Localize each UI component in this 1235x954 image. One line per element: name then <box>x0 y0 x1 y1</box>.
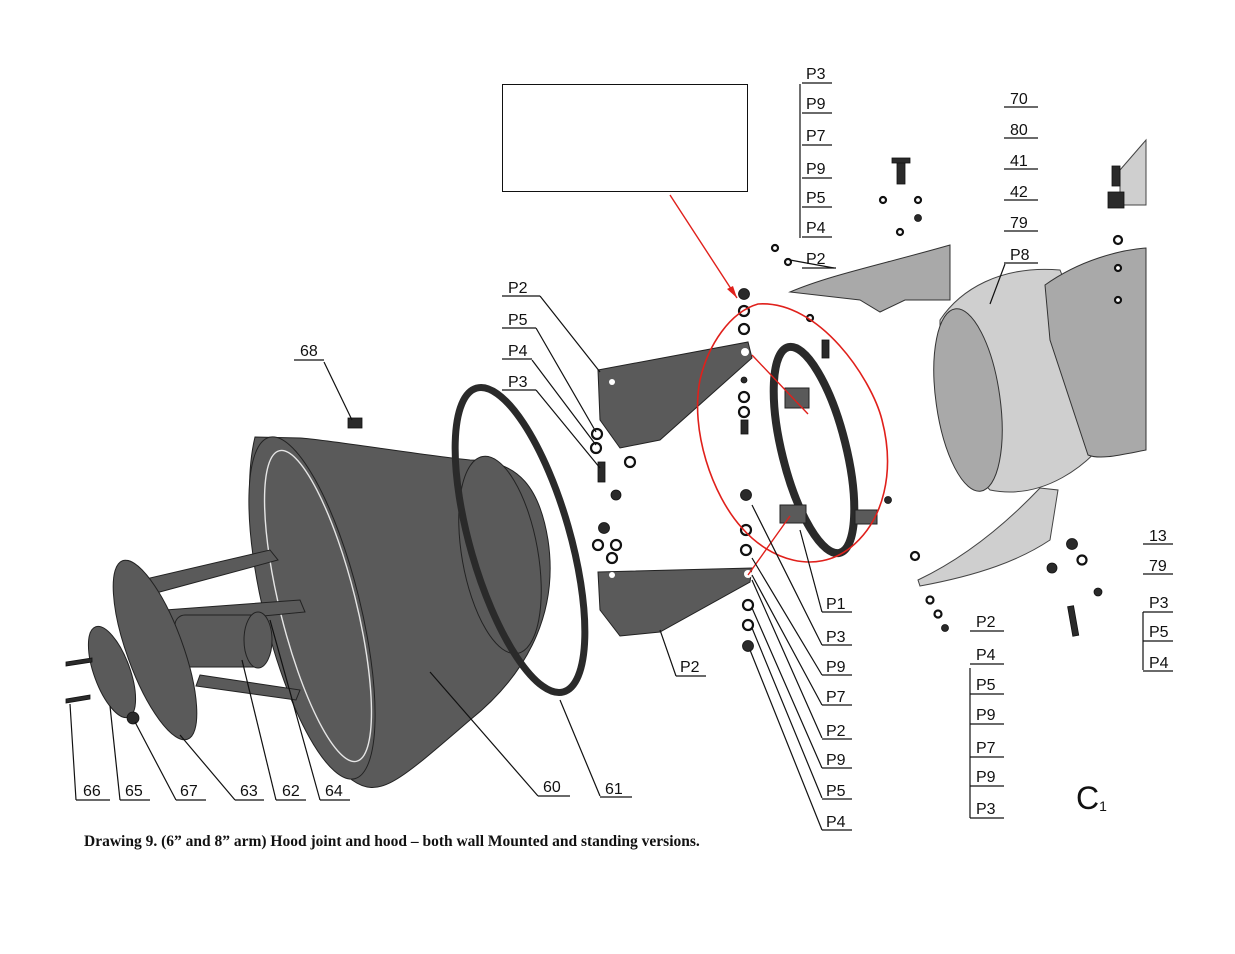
joint-yoke <box>769 342 878 558</box>
label-lc-5: P2 <box>826 723 846 740</box>
label-64: 64 <box>325 783 343 800</box>
label-lc-8: P4 <box>826 814 846 831</box>
label-top-7: P2 <box>806 251 826 268</box>
label-rm-4: P9 <box>976 707 996 724</box>
label-lc-6: P9 <box>826 752 846 769</box>
label-63: 63 <box>240 783 258 800</box>
label-top-5: P5 <box>806 190 826 207</box>
label-fr-5: P4 <box>1149 655 1169 672</box>
arm-upper <box>770 138 1147 493</box>
label-rt-2: 80 <box>1010 122 1028 139</box>
highlight-annotation <box>669 194 889 576</box>
label-fr-1: 13 <box>1149 528 1167 545</box>
label-left-4: P3 <box>508 374 528 391</box>
label-65: 65 <box>125 783 143 800</box>
brackets-left <box>597 341 753 637</box>
label-rm-5: P7 <box>976 740 996 757</box>
label-lc-1: P1 <box>826 596 846 613</box>
arm-lower <box>884 487 1103 637</box>
label-68: 68 <box>300 343 318 360</box>
label-rt-4: 42 <box>1010 184 1028 201</box>
label-top-3: P7 <box>806 128 826 145</box>
label-rt-5: 79 <box>1010 215 1028 232</box>
ring-61 <box>451 383 589 697</box>
highlight-arrow <box>669 194 738 299</box>
label-lc-2: P3 <box>826 629 846 646</box>
label-rm-1: P2 <box>976 614 996 631</box>
label-rm-7: P3 <box>976 801 996 818</box>
motor-assembly <box>65 417 363 741</box>
sheet-id: C1 <box>1076 780 1107 817</box>
label-rt-1: 70 <box>1010 91 1028 108</box>
label-rt-3: 41 <box>1010 153 1028 170</box>
label-62: 62 <box>282 783 300 800</box>
hood-60 <box>248 436 551 788</box>
label-left-1: P2 <box>508 280 528 297</box>
label-left-2: P5 <box>508 312 528 329</box>
label-top-1: P3 <box>806 66 826 83</box>
parts-layer <box>65 138 1147 788</box>
label-left-3: P4 <box>508 343 528 360</box>
label-lc-3: P9 <box>826 659 846 676</box>
label-61: 61 <box>605 781 623 798</box>
label-p2-bottom: P2 <box>680 659 700 676</box>
label-rt-6: P8 <box>1010 247 1030 264</box>
leader-lines <box>69 84 1144 831</box>
label-lc-7: P5 <box>826 783 846 800</box>
label-66: 66 <box>83 783 101 800</box>
highlight-arrowhead <box>727 286 737 298</box>
label-rm-6: P9 <box>976 769 996 786</box>
label-67: 67 <box>180 783 198 800</box>
drawing-caption: Drawing 9. (6” and 8” arm) Hood joint an… <box>84 833 700 850</box>
callout-box <box>502 84 748 192</box>
label-fr-3: P3 <box>1149 595 1169 612</box>
hardware-stack <box>589 288 755 652</box>
label-60: 60 <box>543 779 561 796</box>
label-fr-4: P5 <box>1149 624 1169 641</box>
label-rm-2: P4 <box>976 647 996 664</box>
sheet-number: 1 <box>1099 798 1107 814</box>
label-top-4: P9 <box>806 161 826 178</box>
highlight-circle <box>696 303 889 563</box>
label-top-2: P9 <box>806 96 826 113</box>
label-rm-3: P5 <box>976 677 996 694</box>
part-labels: P3 P9 P7 P9 P5 P4 P2 70 80 41 42 79 P8 P… <box>76 66 1173 831</box>
label-fr-2: 79 <box>1149 558 1167 575</box>
sheet-letter: C <box>1076 780 1100 816</box>
label-lc-4: P7 <box>826 689 846 706</box>
label-top-6: P4 <box>806 220 826 237</box>
